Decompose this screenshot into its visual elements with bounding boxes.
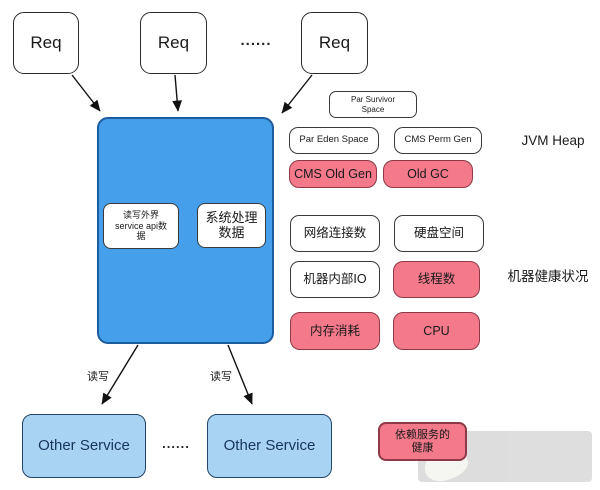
machine-internal-io-box: 机器内部IO — [290, 261, 380, 298]
par-eden-space-box: Par Eden Space — [289, 127, 379, 154]
read-write-label-right: 读写 — [210, 371, 232, 383]
read-write-label-left: 读写 — [87, 371, 109, 383]
io-external-api-box: 读写外界 service api数 据 — [103, 203, 179, 249]
cms-perm-gen-box: CMS Perm Gen — [394, 127, 482, 154]
arrow-main-to-service-left — [101, 344, 139, 405]
arrow-req1-to-main — [71, 74, 101, 112]
par-survivor-line2: Space — [361, 104, 385, 114]
system-process-box: 系统处理 数据 — [197, 203, 266, 248]
arrow-req3-to-main — [281, 74, 313, 114]
disk-space-box: 硬盘空间 — [394, 215, 484, 252]
io-external-api-line3: 据 — [136, 231, 146, 242]
req-box-3: Req — [301, 12, 368, 74]
jvm-heap-label: JVM Heap — [521, 133, 585, 148]
system-process-line2: 数据 — [218, 224, 245, 240]
other-service-box-left: Other Service — [22, 414, 146, 478]
machine-health-label: 机器健康状况 — [507, 269, 589, 284]
arrow-req2-to-main — [172, 74, 183, 112]
ellipsis-top: ...... — [240, 32, 272, 49]
arrow-main-to-service-right — [227, 344, 253, 405]
io-external-api-line1: 读写外界 — [122, 210, 159, 221]
dependency-health-line2: 健康 — [411, 441, 434, 454]
memory-usage-box: 内存消耗 — [290, 312, 380, 350]
old-gc-box: Old GC — [383, 160, 473, 188]
req-box-1: Req — [13, 12, 79, 74]
par-survivor-line1: Par Survivor — [350, 94, 395, 104]
dependency-health-line1: 依赖服务的 — [395, 428, 450, 441]
thread-count-box: 线程数 — [393, 261, 480, 298]
ellipsis-bottom: ...... — [162, 436, 190, 451]
system-process-line1: 系统处理 — [205, 209, 258, 225]
par-survivor-space-box: Par Survivor Space — [329, 91, 417, 118]
other-service-box-right: Other Service — [207, 414, 332, 478]
cms-old-gen-box: CMS Old Gen — [289, 160, 377, 188]
network-connections-box: 网络连接数 — [290, 215, 380, 252]
cpu-box: CPU — [393, 312, 480, 350]
io-external-api-line2: service api数 — [114, 220, 168, 231]
dependency-health-box: 依赖服务的 健康 — [378, 422, 467, 461]
req-box-2: Req — [140, 12, 207, 74]
